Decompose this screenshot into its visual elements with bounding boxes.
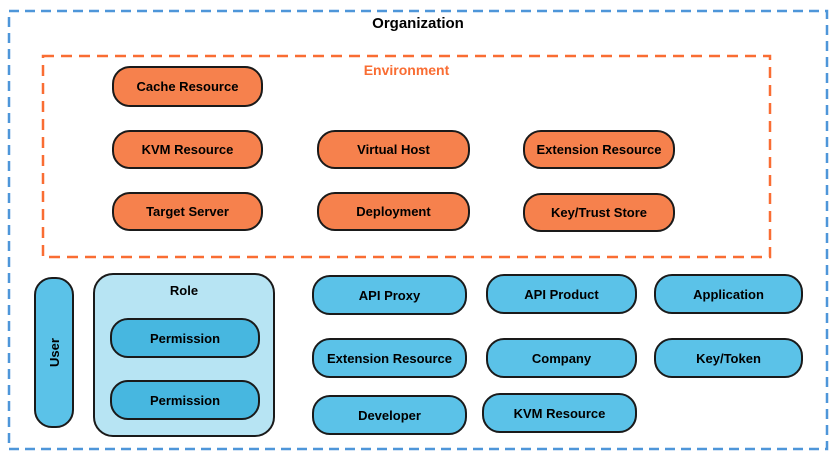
environment-label: Environment — [363, 62, 450, 78]
organization-boundary — [7, 9, 829, 451]
role-pill-permission-2: Permission — [110, 380, 260, 420]
org-pill-api-product: API Product — [486, 274, 637, 314]
env-pill-virtual-host: Virtual Host — [317, 130, 470, 169]
environment-boundary — [41, 54, 772, 259]
env-pill-cache-resource: Cache Resource — [112, 66, 263, 107]
org-pill-kvm-resource: KVM Resource — [482, 393, 637, 433]
org-pill-user: User — [34, 277, 74, 428]
organization-label: Organization — [372, 15, 464, 32]
org-pill-key-token: Key/Token — [654, 338, 803, 378]
env-pill-deployment: Deployment — [317, 192, 470, 231]
org-pill-application: Application — [654, 274, 803, 314]
env-pill-target-server: Target Server — [112, 192, 263, 231]
org-pill-api-proxy: API Proxy — [312, 275, 467, 315]
org-pill-extension-resource: Extension Resource — [312, 338, 467, 378]
org-pill-developer: Developer — [312, 395, 467, 435]
user-label: User — [46, 338, 62, 367]
env-pill-extension-resource: Extension Resource — [523, 130, 675, 169]
env-pill-kvm-resource: KVM Resource — [112, 130, 263, 169]
role-label: Role — [169, 283, 199, 298]
env-pill-key-trust-store: Key/Trust Store — [523, 193, 675, 232]
role-pill-permission-1: Permission — [110, 318, 260, 358]
org-pill-company: Company — [486, 338, 637, 378]
